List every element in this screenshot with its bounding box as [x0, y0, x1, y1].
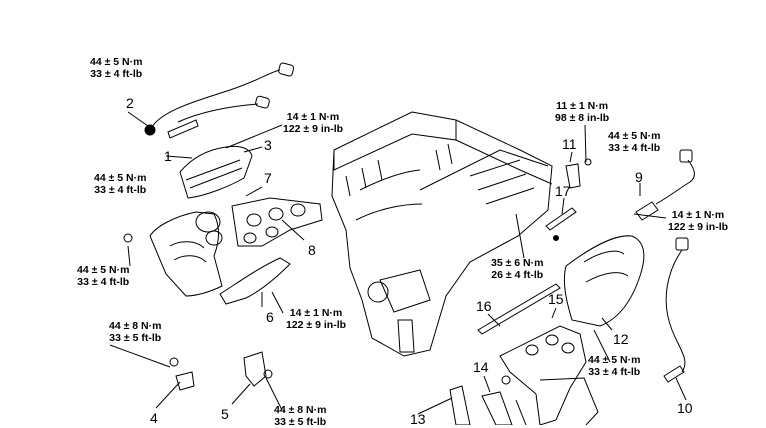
callout-number-1: 1: [164, 148, 172, 164]
bracket-11: [565, 158, 592, 189]
torque-metric: 14 ± 1 N·m: [289, 307, 343, 319]
torque-metric: 44 ± 5 N·m: [94, 172, 147, 184]
callout-number-5: 5: [221, 406, 229, 422]
callout-number-12: 12: [613, 331, 629, 347]
torque-metric: 14 ± 1 N·m: [286, 111, 340, 123]
heat-shield-3: [179, 145, 253, 199]
torque-metric: 35 ± 6 N·m: [491, 257, 544, 269]
leader-lines: [109, 111, 687, 415]
heat-shield-rod-16: [477, 283, 561, 335]
torque-imperial: 33 ± 5 ft-lb: [274, 416, 327, 428]
torque-imperial: 33 ± 4 ft-lb: [608, 142, 661, 154]
torque-metric: 44 ± 8 N·m: [274, 404, 327, 416]
torque-spec-manifold-nut: 44 ± 5 N·m 33 ± 4 ft-lb: [77, 264, 129, 288]
torque-metric: 14 ± 1 N·m: [671, 209, 725, 221]
torque-imperial: 122 ± 9 in-lb: [668, 221, 729, 233]
callout-number-10: 10: [677, 400, 693, 416]
heat-shield-12: [563, 235, 645, 327]
torque-metric: 44 ± 5 N·m: [90, 56, 143, 68]
torque-imperial: 33 ± 4 ft-lb: [90, 68, 143, 80]
torque-imperial: 98 ± 8 in-lb: [555, 112, 610, 124]
callout-number-4: 4: [150, 410, 158, 426]
torque-spec-heat-shield-12: 14 ± 1 N·m 122 ± 9 in-lb: [668, 209, 728, 233]
bracket-4: [169, 357, 195, 391]
callout-number-14: 14: [473, 359, 489, 375]
oxygen-sensor-10: [663, 237, 689, 383]
torque-imperial: 122 ± 9 in-lb: [286, 319, 347, 331]
sensor-17: [545, 207, 577, 241]
torque-metric: 44 ± 5 N·m: [608, 130, 661, 142]
torque-imperial: 122 ± 9 in-lb: [283, 123, 344, 135]
exhaust-manifold-right: [499, 325, 599, 425]
torque-imperial: 26 ± 4 ft-lb: [491, 269, 544, 281]
torque-spec-sensor-1: 44 ± 5 N·m 33 ± 4 ft-lb: [94, 172, 146, 196]
torque-spec-manifold-right: 44 ± 5 N·m 33 ± 4 ft-lb: [588, 354, 640, 378]
torque-imperial: 33 ± 4 ft-lb: [94, 184, 147, 196]
engine-block: [331, 111, 553, 357]
exhaust-manifold-left: [123, 211, 223, 297]
torque-metric: 44 ± 5 N·m: [588, 354, 641, 366]
callout-number-9: 9: [635, 169, 643, 185]
torque-metric: 11 ± 1 N·m: [556, 100, 609, 112]
callout-number-11: 11: [562, 136, 577, 152]
heat-shield-6: [219, 257, 291, 305]
bracket-5: [243, 351, 273, 387]
torque-spec-bracket-11: 11 ± 1 N·m 98 ± 8 in-lb: [555, 100, 609, 124]
callout-number-7: 7: [264, 170, 272, 186]
torque-metric: 44 ± 8 N·m: [109, 320, 162, 332]
oxygen-sensor-2: [144, 62, 295, 139]
torque-spec-heat-shield-6: 14 ± 1 N·m 122 ± 9 in-lb: [286, 307, 346, 331]
callout-number-15: 15: [548, 291, 564, 307]
callout-number-3: 3: [264, 137, 272, 153]
callout-number-2: 2: [126, 95, 134, 111]
callout-number-16: 16: [476, 298, 492, 314]
torque-imperial: 33 ± 5 ft-lb: [109, 332, 162, 344]
torque-spec-bracket-5: 44 ± 8 N·m 33 ± 5 ft-lb: [274, 404, 326, 428]
torque-spec-heat-shield-3: 14 ± 1 N·m 122 ± 9 in-lb: [283, 111, 343, 135]
callout-number-17: 17: [555, 183, 571, 199]
brackets-13-14: [449, 375, 527, 425]
torque-spec-bracket-4: 44 ± 8 N·m 33 ± 5 ft-lb: [109, 320, 161, 344]
callout-number-6: 6: [266, 309, 274, 325]
torque-spec-rod-16: 35 ± 6 N·m 26 ± 4 ft-lb: [491, 257, 543, 281]
oxygen-sensor-9: [635, 149, 695, 221]
torque-spec-sensor-2: 44 ± 5 N·m 33 ± 4 ft-lb: [90, 56, 142, 80]
torque-imperial: 33 ± 4 ft-lb: [588, 366, 641, 378]
torque-metric: 44 ± 5 N·m: [77, 264, 130, 276]
callout-number-8: 8: [308, 242, 316, 258]
manifold-gasket: [231, 197, 323, 247]
callout-number-13: 13: [410, 411, 426, 427]
torque-imperial: 33 ± 4 ft-lb: [77, 276, 130, 288]
torque-spec-sensor-9: 44 ± 5 N·m 33 ± 4 ft-lb: [608, 130, 660, 154]
